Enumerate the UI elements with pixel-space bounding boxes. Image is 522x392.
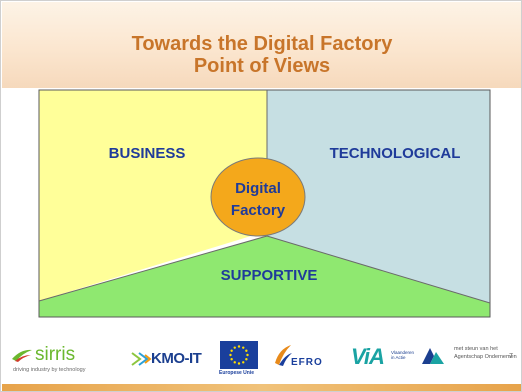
kmoit-arrows-icon bbox=[131, 352, 152, 366]
eu-star-icon bbox=[245, 349, 248, 352]
agentschap-ondernemen-icon bbox=[422, 348, 444, 364]
technological-region bbox=[267, 90, 490, 303]
page-number: 7 bbox=[509, 353, 513, 360]
digital-factory-label-line2: Factory bbox=[231, 202, 286, 219]
eu-star-icon bbox=[245, 358, 248, 361]
kmoit-logo-text: KMO-IT bbox=[151, 350, 202, 367]
sirris-logo-text: sirris bbox=[35, 344, 76, 365]
slide-subtitle: Point of Views bbox=[193, 55, 331, 77]
footer-band bbox=[2, 384, 521, 391]
eu-flag-icon bbox=[220, 341, 258, 369]
efro-logo-text: EFRO bbox=[291, 357, 323, 368]
supportive-region bbox=[39, 236, 490, 317]
supportive-label: SUPPORTIVE bbox=[221, 267, 318, 284]
eu-star-icon bbox=[230, 349, 233, 352]
via-logo-text: ViA bbox=[351, 344, 385, 369]
title-band bbox=[2, 2, 521, 88]
eu-star-icon bbox=[233, 361, 236, 364]
via-caption: Vlaanderen in Actie bbox=[391, 350, 415, 360]
eu-star-icon bbox=[242, 361, 245, 364]
eu-star-icon bbox=[233, 346, 236, 349]
eu-star-icon bbox=[237, 362, 241, 365]
eu-star-icon bbox=[242, 346, 245, 349]
diagram-frame bbox=[38, 89, 491, 318]
efro-swirl-icon bbox=[275, 345, 292, 366]
divider-right bbox=[266, 235, 491, 304]
digital-factory-label-line1: Digital bbox=[235, 180, 281, 197]
sirris-tagline: driving industry by technology bbox=[13, 367, 86, 373]
eu-star-icon bbox=[237, 345, 241, 348]
eu-star-icon bbox=[230, 358, 233, 361]
business-region bbox=[39, 90, 267, 301]
eu-star-icon bbox=[229, 353, 232, 357]
agency-line1: met steun van het bbox=[454, 346, 498, 352]
agency-line2: Agentschap Ondernemen bbox=[454, 354, 517, 360]
eu-caption: Europese Unie bbox=[219, 370, 255, 376]
sirris-swoosh-icon bbox=[12, 349, 32, 362]
slide-title: Towards the Digital Factory bbox=[131, 33, 393, 55]
divider-left bbox=[38, 235, 268, 302]
eu-star-icon bbox=[246, 353, 249, 357]
business-label: BUSINESS bbox=[109, 145, 186, 162]
technological-label: TECHNOLOGICAL bbox=[330, 145, 461, 162]
digital-factory-ellipse bbox=[210, 157, 306, 237]
